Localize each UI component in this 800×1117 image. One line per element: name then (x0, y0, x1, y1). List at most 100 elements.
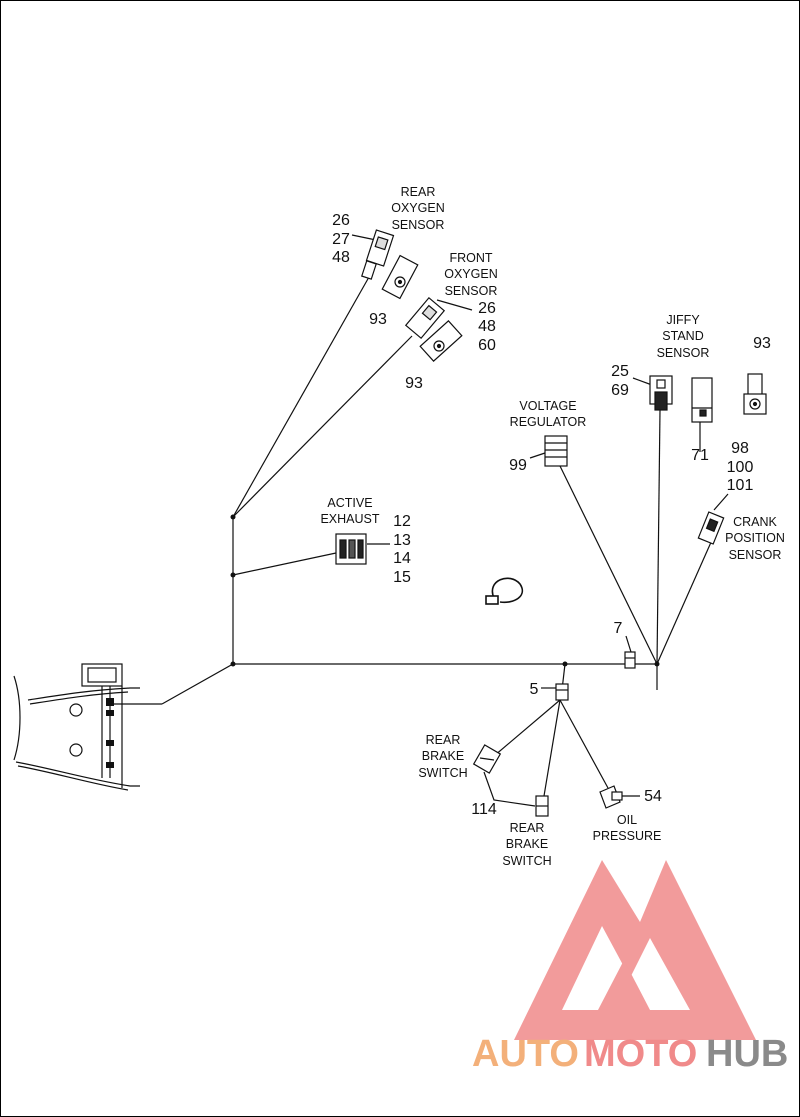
leader-front-oxygen (436, 299, 473, 311)
svg-text:99: 99 (509, 457, 527, 474)
rear-brake-1-wire (493, 699, 561, 757)
svg-text:EXHAUST: EXHAUST (320, 512, 379, 526)
svg-text:13: 13 (393, 532, 411, 549)
jiffy-stand-label: JIFFY STAND SENSOR (657, 313, 710, 360)
svg-text:OIL: OIL (617, 813, 637, 827)
svg-text:5: 5 (530, 681, 539, 698)
svg-text:REGULATOR: REGULATOR (510, 415, 587, 429)
crank-position-wire (656, 539, 713, 665)
jiffy-stand-wire (656, 409, 661, 665)
svg-text:MOTO: MOTO (584, 1033, 697, 1075)
svg-text:JIFFY: JIFFY (666, 313, 700, 327)
svg-text:93: 93 (369, 311, 387, 328)
svg-text:101: 101 (727, 477, 754, 494)
front-oxygen-callouts: 26 48 60 93 (405, 300, 496, 392)
active-exhaust-wire (232, 552, 337, 576)
leader-7 (625, 635, 632, 653)
svg-text:SWITCH: SWITCH (418, 766, 467, 780)
svg-text:SWITCH: SWITCH (502, 854, 551, 868)
rear-brake-1-label: REAR BRAKE SWITCH (418, 733, 467, 780)
watermark-text: AUTO MOTO HUB (472, 1033, 788, 1075)
crank-position-callouts: 98 100 101 (727, 440, 754, 494)
chassis-connectors (106, 698, 114, 768)
leader-rear-oxygen (351, 234, 377, 241)
brake-link-wire (483, 771, 536, 807)
svg-text:HUB: HUB (706, 1033, 788, 1075)
svg-text:VOLTAGE: VOLTAGE (519, 399, 576, 413)
svg-text:OXYGEN: OXYGEN (444, 267, 498, 281)
svg-text:SENSOR: SENSOR (657, 346, 710, 360)
svg-text:54: 54 (644, 788, 662, 805)
svg-text:BRAKE: BRAKE (506, 837, 548, 851)
svg-text:14: 14 (393, 550, 411, 567)
rear-oxygen-callouts: 26 27 48 93 (332, 212, 387, 328)
callout-114: 114 (471, 801, 497, 818)
svg-text:CRANK: CRANK (733, 515, 777, 529)
oil-pressure-connector (599, 785, 623, 809)
svg-text:26: 26 (332, 212, 350, 229)
svg-text:27: 27 (332, 231, 350, 248)
svg-text:BRAKE: BRAKE (422, 749, 464, 763)
svg-text:48: 48 (332, 249, 350, 266)
svg-text:STAND: STAND (662, 329, 703, 343)
svg-text:REAR: REAR (426, 733, 461, 747)
svg-text:PRESSURE: PRESSURE (593, 829, 662, 843)
active-exhaust-label: ACTIVE EXHAUST (320, 496, 379, 526)
svg-text:100: 100 (727, 459, 754, 476)
svg-text:93: 93 (753, 335, 771, 352)
rear-brake-switch-1-connector (472, 744, 502, 774)
front-oxygen-connector (404, 296, 446, 340)
harness-wires (161, 234, 729, 807)
rear-brake-switch-2-connector (535, 795, 549, 817)
junction-callouts: 7 5 (530, 620, 623, 698)
connector-71 (691, 377, 713, 423)
chassis-frame (13, 663, 162, 791)
voltage-regulator-wire (559, 465, 658, 665)
svg-text:60: 60 (478, 337, 496, 354)
svg-text:93: 93 (405, 375, 423, 392)
svg-text:OXYGEN: OXYGEN (391, 201, 445, 215)
voltage-regulator-label: VOLTAGE REGULATOR 99 (509, 399, 586, 474)
rear-oxygen-label: REAR OXYGEN SENSOR (391, 185, 445, 232)
svg-text:12: 12 (393, 513, 411, 530)
leader-jiffy (632, 377, 653, 386)
jiffy-stand-callouts: 25 69 71 93 (611, 335, 771, 464)
rear-brake-2-label: REAR BRAKE SWITCH (502, 821, 551, 868)
rear-oxygen-wire (232, 276, 370, 518)
svg-text:FRONT: FRONT (449, 251, 492, 265)
junction-5-part (555, 683, 569, 701)
front-oxygen-93-part (419, 320, 463, 362)
svg-text:69: 69 (611, 382, 629, 399)
front-oxygen-label: FRONT OXYGEN SENSOR (444, 251, 498, 298)
active-exhaust-callouts: 12 13 14 15 (393, 513, 411, 586)
top-right-93-part (743, 373, 767, 415)
jiffy-stand-connector (649, 375, 673, 411)
svg-text:REAR: REAR (401, 185, 436, 199)
oil-pressure-wire (559, 699, 609, 789)
voltage-regulator-connector (544, 435, 568, 467)
svg-text:98: 98 (731, 440, 749, 457)
watermark-logo (514, 860, 756, 1040)
svg-text:SENSOR: SENSOR (392, 218, 445, 232)
svg-text:7: 7 (614, 620, 623, 637)
junction-7-part (624, 651, 636, 669)
rear-oxygen-93-part (381, 254, 419, 300)
crank-position-connector (697, 511, 725, 545)
svg-text:SENSOR: SENSOR (445, 284, 498, 298)
active-exhaust-connector (335, 533, 367, 565)
rear-brake-2-wire (543, 699, 561, 797)
svg-text:71: 71 (691, 447, 709, 464)
svg-text:SENSOR: SENSOR (729, 548, 782, 562)
front-oxygen-wire (232, 335, 413, 518)
svg-text:26: 26 (478, 300, 496, 317)
svg-text:ACTIVE: ACTIVE (327, 496, 372, 510)
svg-text:AUTO: AUTO (472, 1033, 579, 1075)
leader-crank (713, 493, 729, 511)
svg-text:REAR: REAR (510, 821, 545, 835)
rear-oxygen-connector (361, 229, 395, 280)
svg-text:15: 15 (393, 569, 411, 586)
svg-text:POSITION: POSITION (725, 531, 785, 545)
cable-clamp (485, 577, 524, 605)
svg-text:48: 48 (478, 318, 496, 335)
main-trunk-wire (161, 663, 657, 705)
